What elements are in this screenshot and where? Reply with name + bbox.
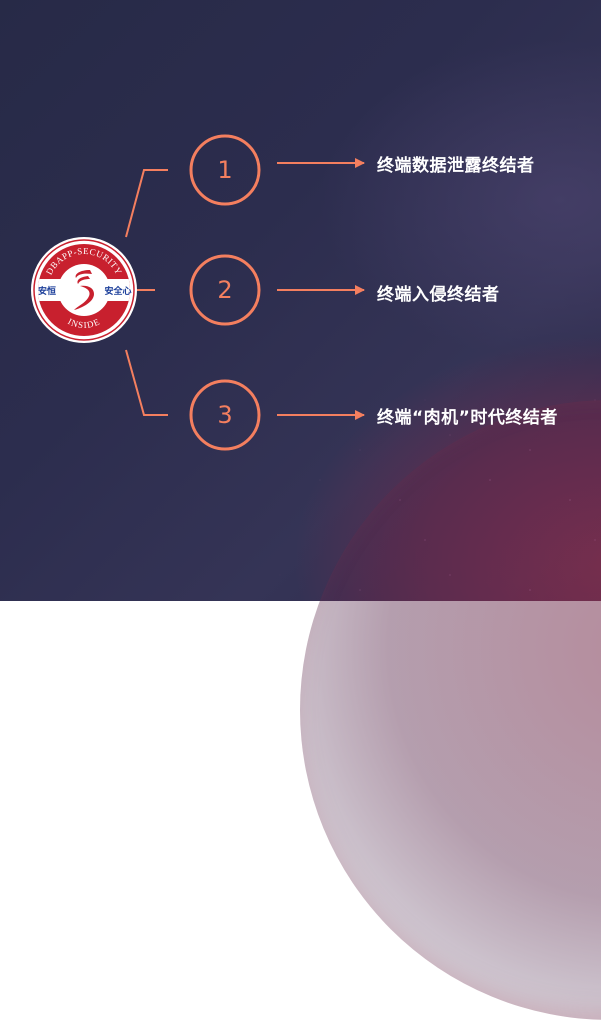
circle-3 [189, 379, 261, 451]
s-logo-icon [74, 270, 94, 310]
circle-2 [189, 254, 261, 326]
connector-diagram [125, 134, 365, 451]
step-number-2: 2 [217, 276, 233, 304]
item-label-1: 终端数据泄露终结者 [377, 156, 535, 176]
badge-bottom-text: INSIDE [66, 316, 102, 330]
badge-left-text: 安恒 [38, 285, 56, 297]
item-label-2: 终端入侵终结者 [377, 285, 500, 305]
connector-bottom [125, 349, 168, 416]
step-number-3: 3 [217, 401, 233, 429]
step-number-1: 1 [217, 156, 233, 184]
item-label-3: 终端“肉机”时代终结者 [377, 408, 558, 428]
connector-top [125, 169, 168, 238]
badge-right-text: 安全心 [104, 285, 131, 297]
circle-1 [189, 134, 261, 206]
dbapp-security-badge: DBAPP-SECURITY INSIDE 安恒 安全心 [31, 237, 137, 343]
